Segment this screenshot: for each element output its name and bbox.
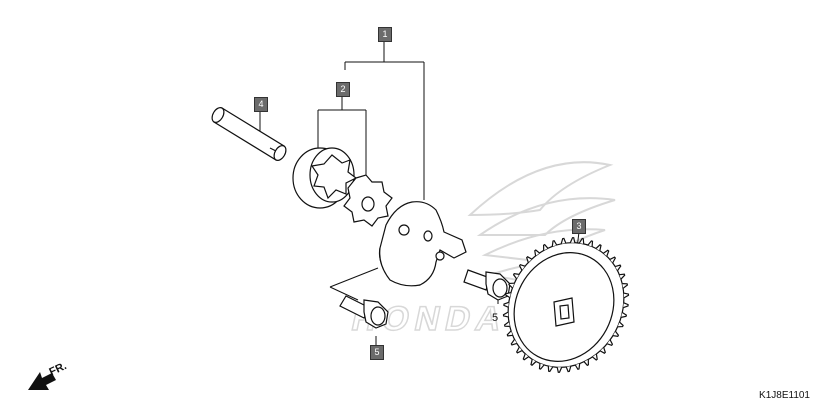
outer-rotor-part: [292, 147, 358, 209]
callout-3: 3: [572, 219, 586, 234]
inner-rotor-part: [343, 174, 393, 227]
shaft-part: [211, 107, 287, 161]
callout-1: 1: [378, 27, 392, 42]
callout-5: 5: [370, 345, 384, 360]
diagram-code: K1J8E1101: [759, 390, 810, 401]
pump-cover-part: [378, 201, 467, 287]
part-number-5-label: 5: [492, 312, 499, 324]
callout-4: 4: [254, 97, 268, 112]
front-direction-arrow-icon: [28, 372, 56, 390]
bolt-left-part: [339, 295, 389, 329]
callout-2: 2: [336, 82, 350, 97]
bolt-right-part: [463, 269, 511, 301]
pump-gear-part: [502, 237, 630, 373]
